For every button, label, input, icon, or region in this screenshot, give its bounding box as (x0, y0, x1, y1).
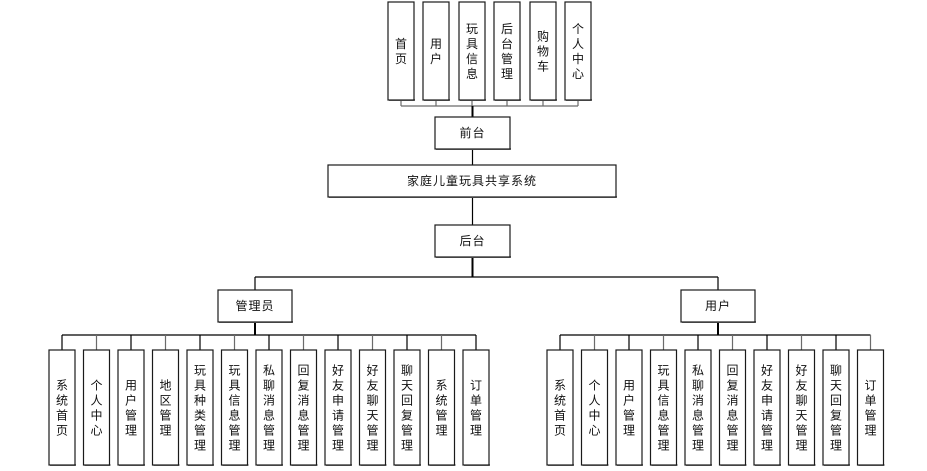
admin-module-0: 系统首页 (48, 349, 76, 466)
system-root-node: 家庭儿童玩具共享系统 (327, 164, 617, 198)
user-module-5-label: 回复消息管理 (726, 364, 738, 453)
frontend-node-label: 前台 (459, 125, 485, 140)
user-module-6-label: 好友申请管理 (761, 364, 773, 453)
admin-module-1-label: 个人中心 (90, 379, 102, 438)
user-module-9-label: 订单管理 (864, 379, 876, 438)
user-module-9: 订单管理 (856, 349, 885, 466)
admin-module-9: 好友聊天管理 (358, 349, 387, 466)
backend-node: 后台 (434, 224, 511, 258)
admin-module-6: 私聊消息管理 (255, 349, 283, 466)
user-module-8-label: 聊天回复管理 (830, 364, 842, 453)
admin-module-3: 地区管理 (151, 349, 180, 466)
user-module-2-label: 用户管理 (623, 379, 635, 438)
admin-module-7: 回复消息管理 (289, 349, 318, 466)
frontend-module-1-label: 用户 (430, 37, 442, 66)
admin-module-3-label: 地区管理 (159, 379, 171, 438)
user-module-3: 玩具信息管理 (649, 349, 678, 466)
user-module-1-label: 个人中心 (588, 379, 600, 438)
user-module-5: 回复消息管理 (718, 349, 747, 466)
frontend-module-0-label: 首页 (395, 37, 407, 66)
admin-module-4-label: 玩具种类管理 (194, 364, 206, 453)
frontend-module-5-label: 个人中心 (572, 22, 584, 81)
user-module-0-label: 系统首页 (554, 379, 566, 438)
admin-module-10: 聊天回复管理 (393, 349, 421, 466)
admin-module-0-label: 系统首页 (56, 379, 68, 438)
system-root-node-label: 家庭儿童玩具共享系统 (407, 173, 537, 188)
role-node-0-label: 管理员 (235, 298, 274, 313)
connectors (61, 100, 872, 350)
frontend-module-2-label: 玩具信息 (466, 22, 478, 81)
admin-module-5-label: 玩具信息管理 (228, 364, 240, 453)
frontend-module-4: 购物车 (529, 1, 557, 101)
user-module-7-label: 好友聊天管理 (795, 364, 807, 453)
user-module-2: 用户管理 (615, 349, 643, 466)
frontend-module-5: 个人中心 (564, 1, 592, 101)
role-node-1: 用户 (680, 289, 756, 323)
role-node-1-label: 用户 (705, 298, 731, 313)
admin-module-6-label: 私聊消息管理 (263, 364, 275, 453)
user-module-0: 系统首页 (546, 349, 574, 466)
admin-module-9-label: 好友聊天管理 (366, 364, 378, 453)
role-node-0: 管理员 (217, 289, 293, 323)
frontend-module-3: 后台管理 (493, 1, 521, 101)
frontend-node: 前台 (434, 116, 511, 150)
admin-module-11: 系统管理 (427, 349, 456, 466)
user-module-3-label: 玩具信息管理 (657, 364, 669, 453)
frontend-module-0: 首页 (387, 1, 415, 101)
admin-module-7-label: 回复消息管理 (297, 364, 309, 453)
frontend-module-3-label: 后台管理 (501, 22, 513, 81)
admin-module-5: 玩具信息管理 (220, 349, 249, 466)
admin-module-12-label: 订单管理 (470, 379, 482, 438)
admin-module-10-label: 聊天回复管理 (401, 364, 413, 453)
admin-module-2-label: 用户管理 (125, 379, 137, 438)
admin-module-11-label: 系统管理 (435, 379, 447, 438)
user-module-8: 聊天回复管理 (822, 349, 850, 466)
frontend-module-1: 用户 (422, 1, 450, 101)
frontend-module-4-label: 购物车 (537, 29, 549, 74)
user-module-6: 好友申请管理 (753, 349, 781, 466)
admin-module-12: 订单管理 (462, 349, 490, 466)
admin-module-4: 玩具种类管理 (186, 349, 214, 466)
admin-module-8: 好友申请管理 (324, 349, 352, 466)
backend-node-label: 后台 (459, 233, 485, 248)
frontend-module-2: 玩具信息 (458, 1, 486, 101)
admin-module-8-label: 好友申请管理 (332, 364, 344, 453)
admin-module-1: 个人中心 (82, 349, 111, 466)
user-module-4: 私聊消息管理 (684, 349, 712, 466)
user-module-7: 好友聊天管理 (787, 349, 816, 466)
user-module-4-label: 私聊消息管理 (692, 364, 704, 453)
nodes: 首页用户玩具信息后台管理购物车个人中心前台家庭儿童玩具共享系统后台管理员系统首页… (48, 1, 885, 466)
user-module-1: 个人中心 (580, 349, 609, 466)
admin-module-2: 用户管理 (117, 349, 145, 466)
